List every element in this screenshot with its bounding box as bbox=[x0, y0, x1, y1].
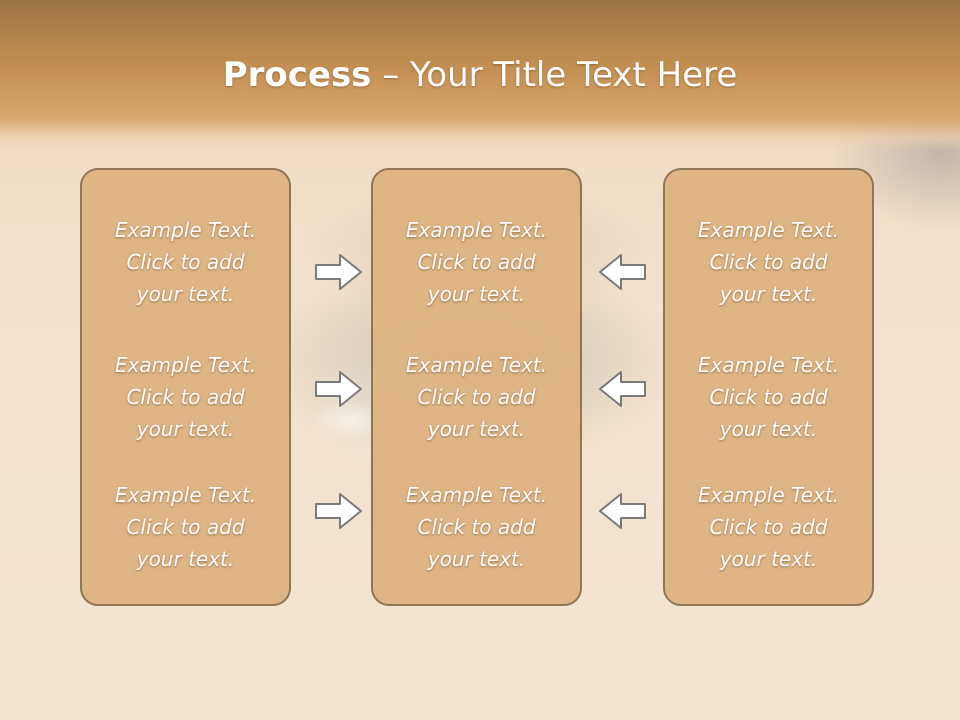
text-line: your text. bbox=[719, 547, 818, 571]
text-line: your text. bbox=[719, 282, 818, 306]
process-box-left[interactable]: Example Text. Click to add your text. Ex… bbox=[80, 168, 291, 606]
text-line: Example Text. bbox=[405, 218, 548, 242]
text-line: your text. bbox=[719, 417, 818, 441]
text-line: Click to add bbox=[126, 385, 245, 409]
text-placeholder[interactable]: Example Text. Click to add your text. bbox=[82, 349, 289, 445]
text-line: Click to add bbox=[126, 250, 245, 274]
text-line: Example Text. bbox=[697, 218, 840, 242]
text-placeholder[interactable]: Example Text. Click to add your text. bbox=[665, 349, 872, 445]
text-placeholder[interactable]: Example Text. Click to add your text. bbox=[373, 479, 580, 575]
text-line: your text. bbox=[427, 417, 526, 441]
arrow-right-icon[interactable] bbox=[314, 252, 364, 292]
process-box-center[interactable]: Example Text. Click to add your text. Ex… bbox=[371, 168, 582, 606]
text-line: your text. bbox=[136, 417, 235, 441]
text-line: Click to add bbox=[126, 515, 245, 539]
text-placeholder[interactable]: Example Text. Click to add your text. bbox=[373, 214, 580, 310]
text-line: Example Text. bbox=[697, 353, 840, 377]
text-line: Click to add bbox=[417, 250, 536, 274]
arrow-right-icon[interactable] bbox=[314, 369, 364, 409]
text-line: Example Text. bbox=[405, 353, 548, 377]
arrow-left-icon[interactable] bbox=[597, 252, 647, 292]
text-line: your text. bbox=[136, 547, 235, 571]
text-line: Click to add bbox=[417, 385, 536, 409]
text-line: Example Text. bbox=[405, 483, 548, 507]
text-line: Click to add bbox=[709, 385, 828, 409]
text-line: Example Text. bbox=[697, 483, 840, 507]
text-line: Example Text. bbox=[114, 483, 257, 507]
text-line: Click to add bbox=[417, 515, 536, 539]
text-placeholder[interactable]: Example Text. Click to add your text. bbox=[665, 214, 872, 310]
title-bold: Process bbox=[222, 55, 372, 95]
text-line: your text. bbox=[427, 547, 526, 571]
arrow-left-icon[interactable] bbox=[597, 369, 647, 409]
text-line: your text. bbox=[427, 282, 526, 306]
title-text: – Your Title Text Here bbox=[371, 55, 738, 95]
arrow-right-icon[interactable] bbox=[314, 491, 364, 531]
text-placeholder[interactable]: Example Text. Click to add your text. bbox=[665, 479, 872, 575]
text-placeholder[interactable]: Example Text. Click to add your text. bbox=[82, 479, 289, 575]
text-line: Example Text. bbox=[114, 353, 257, 377]
text-line: your text. bbox=[136, 282, 235, 306]
title-bar bbox=[0, 0, 960, 150]
text-line: Example Text. bbox=[114, 218, 257, 242]
text-line: Click to add bbox=[709, 515, 828, 539]
text-placeholder[interactable]: Example Text. Click to add your text. bbox=[82, 214, 289, 310]
text-line: Click to add bbox=[709, 250, 828, 274]
process-box-right[interactable]: Example Text. Click to add your text. Ex… bbox=[663, 168, 874, 606]
slide-title[interactable]: Process – Your Title Text Here bbox=[0, 52, 960, 98]
arrow-left-icon[interactable] bbox=[597, 491, 647, 531]
text-placeholder[interactable]: Example Text. Click to add your text. bbox=[373, 349, 580, 445]
